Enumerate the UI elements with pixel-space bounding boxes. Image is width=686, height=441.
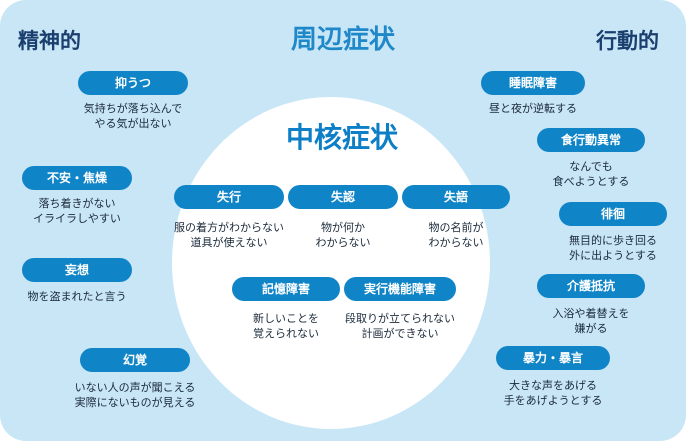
pill-eating-abnormality: 食行動異常 bbox=[537, 128, 645, 152]
pill-memory-impairment: 記憶障害 bbox=[232, 277, 340, 301]
pill-delusion: 妄想 bbox=[22, 258, 132, 282]
heading-mental: 精神的 bbox=[18, 29, 81, 53]
desc-hallucination: いない人の声が聞こえる実際にないものが見える bbox=[74, 381, 196, 409]
desc-violence: 大きな声をあげる手をあげようとする bbox=[503, 379, 603, 407]
desc-aphasia: 物の名前がわからない bbox=[428, 221, 484, 249]
desc-anxiety: 落ち着きがないイライラしやすい bbox=[33, 197, 121, 225]
pill-sleep-disorder: 睡眠障害 bbox=[481, 71, 585, 95]
desc-sleep-disorder: 昼と夜が逆転する bbox=[489, 102, 577, 115]
desc-care-resistance: 入浴や着替えを嫌がる bbox=[552, 307, 630, 335]
pill-anxiety: 不安・焦燥 bbox=[22, 166, 132, 190]
pill-agnosia: 失認 bbox=[288, 185, 398, 209]
heading-peripheral-symptoms: 周辺症状 bbox=[290, 25, 395, 55]
pill-hallucination: 幻覚 bbox=[80, 348, 190, 372]
pill-care-resistance: 介護抵抗 bbox=[537, 274, 645, 298]
desc-delusion: 物を盗まれたと言う bbox=[27, 290, 127, 303]
desc-depression: 気持ちが落ち込んでやる気が出ない bbox=[83, 102, 183, 130]
desc-executive-dysfunction: 段取りが立てられない計画ができない bbox=[345, 312, 455, 340]
desc-apraxia: 服の着方がわからない道具が使えない bbox=[174, 221, 284, 249]
core-symptoms-ellipse bbox=[172, 97, 490, 429]
pill-executive-dysfunction: 実行機能障害 bbox=[344, 277, 456, 301]
core-symptoms-title: 中核症状 bbox=[285, 121, 398, 154]
desc-eating-abnormality: なんでも食べようとする bbox=[552, 160, 630, 188]
pill-depression: 抑うつ bbox=[78, 71, 188, 95]
heading-behavioral: 行動的 bbox=[596, 29, 659, 53]
desc-wandering: 無目的に歩き回る外に出ようとする bbox=[569, 234, 657, 262]
pill-aphasia: 失語 bbox=[402, 185, 510, 209]
pill-wandering: 徘徊 bbox=[559, 202, 667, 226]
pill-violence: 暴力・暴言 bbox=[496, 346, 610, 370]
desc-memory-impairment: 新しいことを覚えられない bbox=[253, 312, 319, 340]
desc-agnosia: 物が何かわからない bbox=[315, 221, 371, 249]
pill-apraxia: 失行 bbox=[174, 185, 284, 209]
